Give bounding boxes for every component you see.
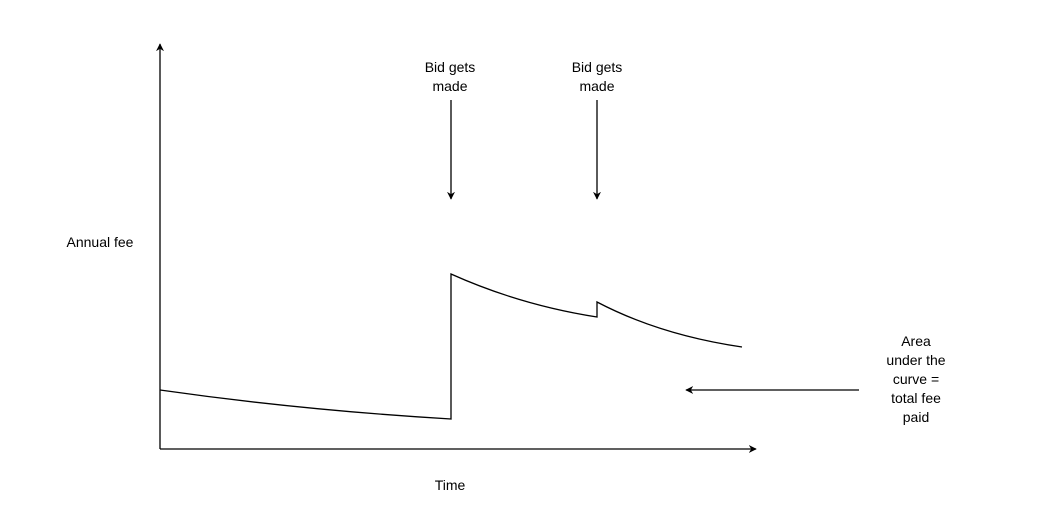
area-note-line-3: curve = xyxy=(892,371,940,387)
bid-label-2-line-1: Bid gets xyxy=(571,59,623,75)
bid-label-2: Bid gets made xyxy=(552,58,642,96)
area-note-line-5: paid xyxy=(902,409,930,425)
bid-label-1-line-1: Bid gets xyxy=(424,59,476,75)
fee-curve xyxy=(159,272,743,420)
bid-label-1: Bid gets made xyxy=(405,58,495,96)
area-note-line-1: Area xyxy=(901,333,931,349)
area-note-line-2: under the xyxy=(886,352,946,368)
y-axis-label: Annual fee xyxy=(66,234,134,250)
bid-label-1-line-2: made xyxy=(432,78,468,94)
x-axis-label: Time xyxy=(434,477,466,493)
bid-label-2-line-2: made xyxy=(579,78,615,94)
area-note-line-4: total fee xyxy=(891,390,941,406)
area-note: Area under the curve = total fee paid xyxy=(866,332,966,427)
